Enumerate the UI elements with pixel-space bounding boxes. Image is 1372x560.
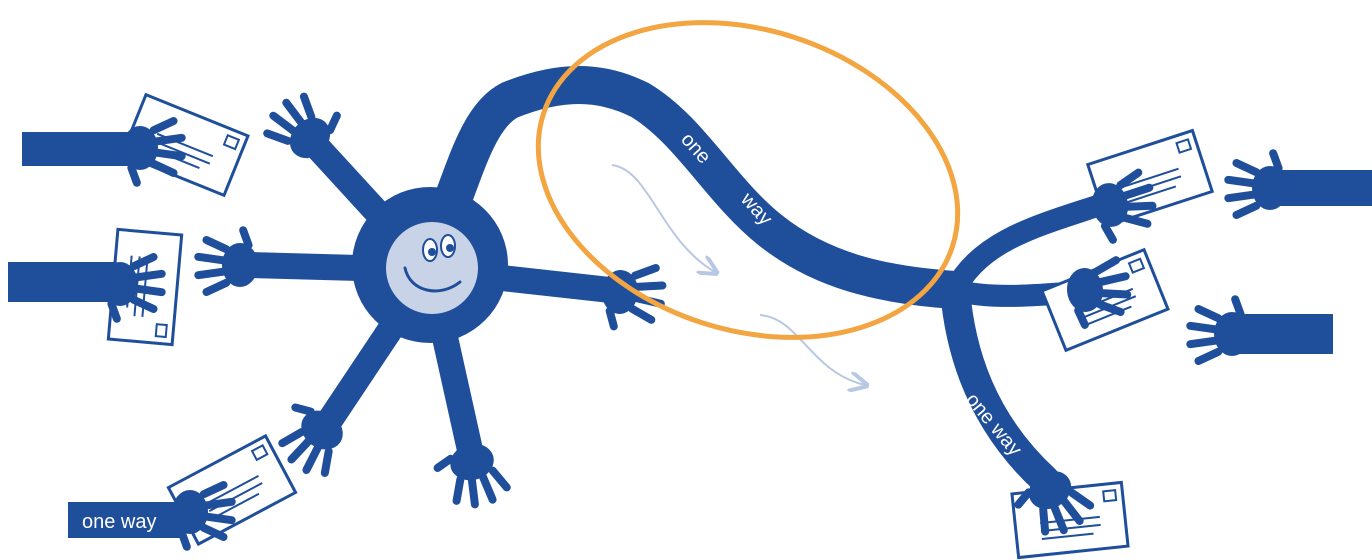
terminal-top: [1087, 131, 1213, 248]
incoming-signal-top: [22, 95, 248, 196]
incoming-signal-bottom: one way: [68, 436, 296, 552]
terminal-middle: [1042, 250, 1168, 351]
incoming-signal-middle: [8, 229, 182, 344]
arm-label: one way: [82, 511, 157, 533]
receiving-hand-bottom: [1186, 294, 1333, 366]
smiley-face-icon: [386, 222, 478, 314]
receiving-hand-top: [1224, 148, 1372, 220]
